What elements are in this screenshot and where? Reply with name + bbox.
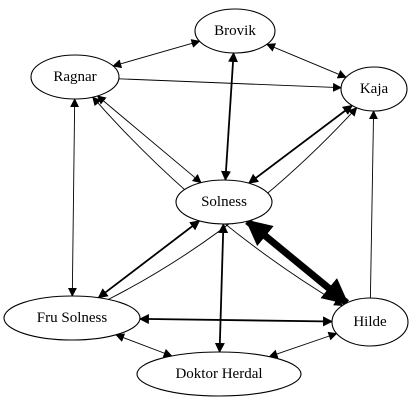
node-brovik[interactable]: Brovik [194,8,276,54]
nodes-layer: Brovik Ragnar Kaja Solness Fru Solness H… [3,8,409,397]
edge-doktor-herdal-hilde [268,331,338,359]
edges-layer [67,39,378,359]
edge-brovik-ragnar [112,39,201,69]
edge-fru-solness-doktor-herdal [115,333,173,358]
edge-hilde-kaja [368,110,378,299]
node-label-kaja: Kaja [360,81,389,97]
node-label-ragnar: Ragnar [53,69,96,85]
edge-solness-doktor-herdal [214,223,229,353]
edge-solness-fru-solness [97,220,201,299]
edge-brovik-solness [220,52,239,181]
node-kaja[interactable]: Kaja [340,66,408,112]
node-solness[interactable]: Solness [175,179,273,225]
node-fru-solness[interactable]: Fru Solness [3,295,141,341]
edge-brovik-kaja [266,43,347,79]
node-label-fru-solness: Fru Solness [37,310,108,326]
edge-ragnar-fru-solness [67,98,80,297]
node-label-brovik: Brovik [214,23,256,39]
edge-fru-solness-hilde [138,314,333,327]
node-doktor-herdal[interactable]: Doktor Herdal [136,351,302,397]
edge-ragnar-solness [96,95,202,184]
edge-solness-hilde [245,218,350,306]
node-label-solness: Solness [201,194,247,210]
node-hilde[interactable]: Hilde [331,297,409,347]
edge-kaja-solness [248,104,353,184]
edge-ragnar-kaja [118,78,342,92]
node-ragnar[interactable]: Ragnar [30,54,120,100]
node-label-doktor-herdal: Doktor Herdal [175,366,262,382]
node-label-hilde: Hilde [353,314,387,330]
